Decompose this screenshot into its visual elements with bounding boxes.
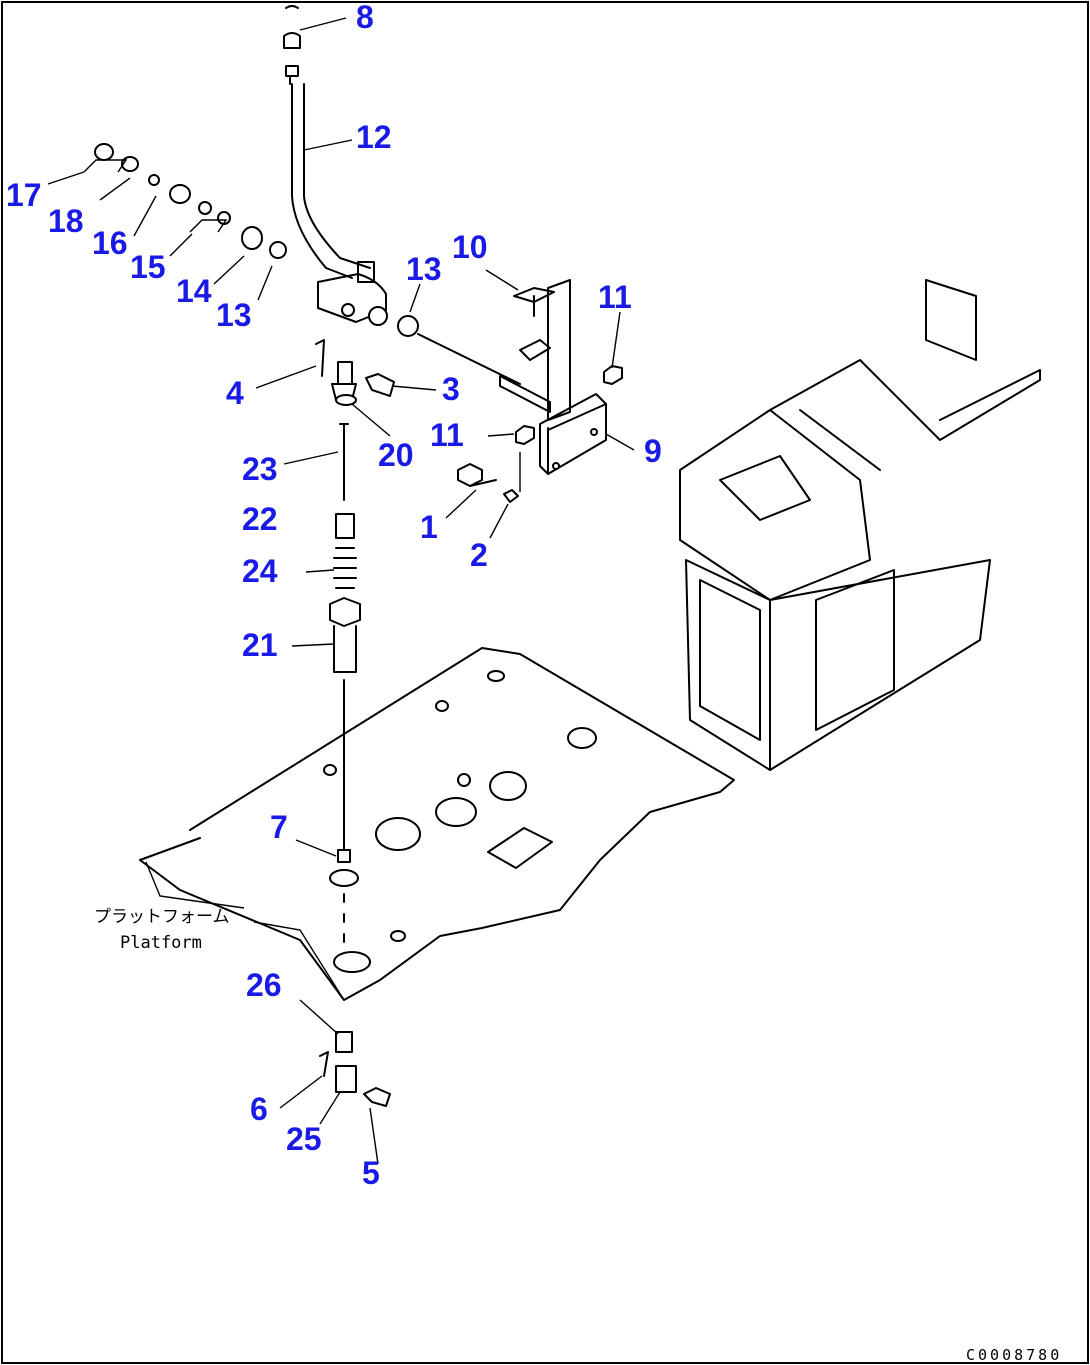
platform-plate (139, 647, 735, 1001)
part-label: 22 (242, 501, 278, 537)
part-label: 25 (286, 1121, 322, 1157)
part-label: 13 (406, 251, 442, 287)
part-label: 15 (130, 249, 166, 285)
part-label: 8 (356, 0, 374, 35)
part-label: 5 (362, 1155, 380, 1191)
part-label: 3 (442, 371, 460, 407)
frame-structure (679, 279, 1041, 771)
part-label: 11 (598, 279, 632, 315)
part-label: 24 (242, 553, 278, 589)
lever-assembly (283, 5, 388, 326)
part-label: 17 (6, 177, 42, 213)
washer-stack (83, 143, 419, 337)
part-label: 11 (430, 417, 464, 453)
part-label: 13 (216, 297, 252, 333)
part-label: 23 (242, 451, 278, 487)
part-label: 7 (270, 809, 288, 845)
part-label: 18 (48, 203, 84, 239)
part-labels: 8 12 17 18 16 15 14 13 13 10 11 4 3 20 1… (6, 0, 662, 1191)
platform-caption-en: Platform (120, 933, 202, 953)
part-label: 20 (378, 437, 414, 473)
part-label: 10 (452, 229, 488, 265)
part-label: 16 (92, 225, 128, 261)
platform-caption-jp: プラットフォーム (94, 907, 230, 927)
drawing-code: C0008780 (966, 1346, 1062, 1364)
part-label: 4 (226, 375, 244, 411)
part-label: 6 (250, 1091, 268, 1127)
part-label: 14 (176, 273, 212, 309)
pivot-pin (417, 333, 551, 413)
part-label: 26 (246, 967, 282, 1003)
part-label: 12 (356, 119, 392, 155)
bracket-assembly (457, 279, 623, 503)
part-label: 1 (420, 509, 438, 545)
part-label: 9 (644, 433, 662, 469)
part-label: 21 (242, 627, 278, 663)
part-label: 2 (470, 537, 488, 573)
leader-lines (47, 17, 635, 1165)
